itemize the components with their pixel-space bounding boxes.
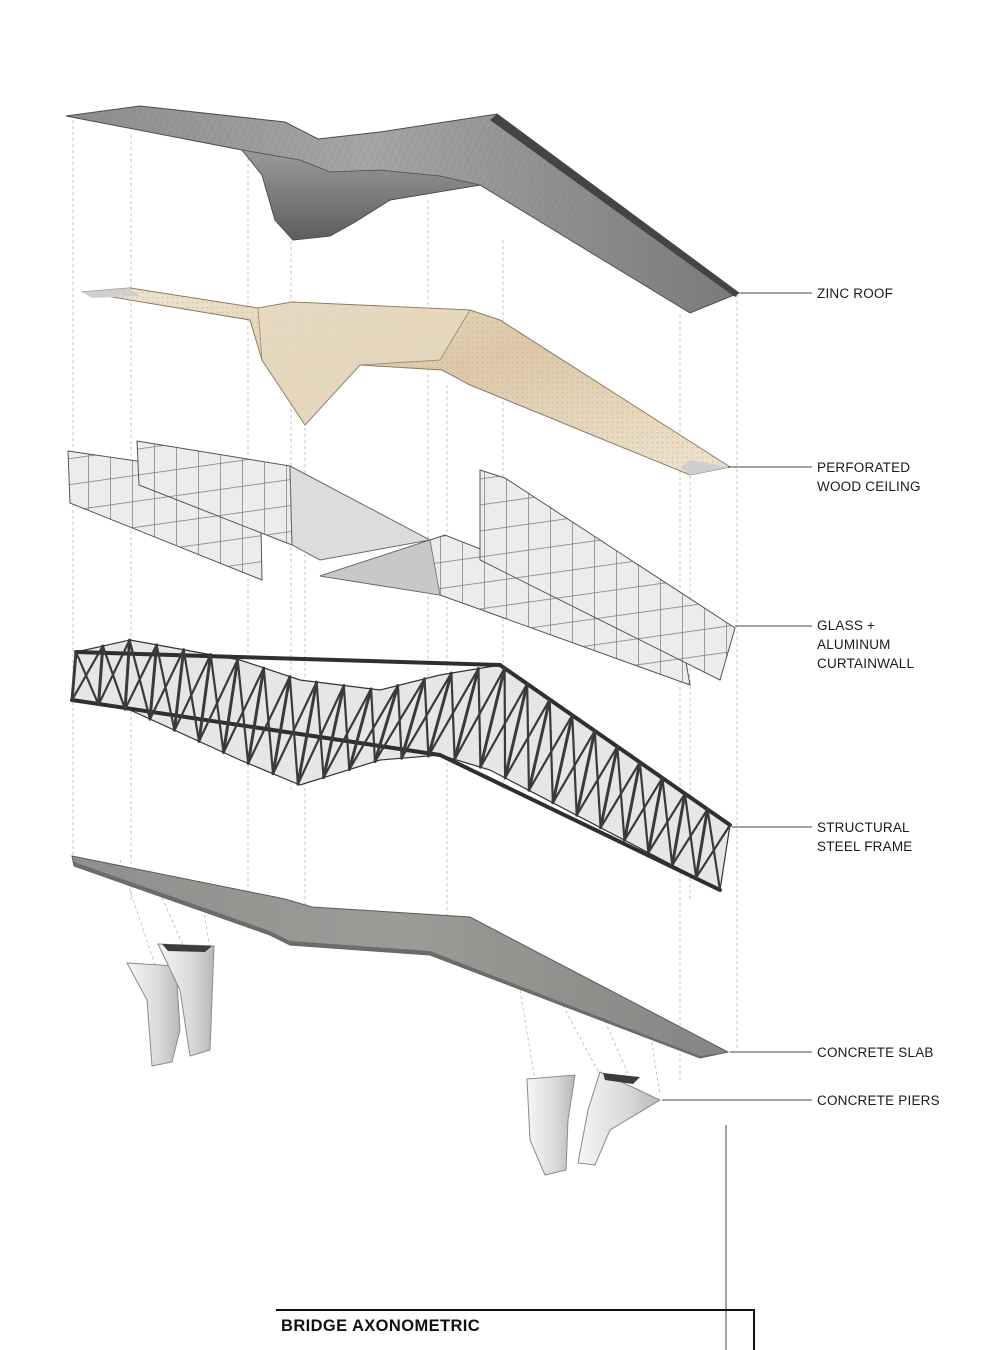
label-line: CURTAINWALL [817,656,915,671]
truss-member [683,792,698,879]
truss-member [101,644,127,711]
truss-member [638,761,650,854]
truss-member [400,677,427,760]
leader-lines [662,292,812,1350]
label-concrete-slab: CONCRETE SLAB [817,1043,934,1062]
truss-member [197,658,239,743]
label-line: CONCRETE SLAB [817,1045,934,1060]
truss-member [236,658,250,765]
truss-member [706,808,722,892]
truss-member [342,684,351,771]
truss-member [222,658,240,755]
label-line: WOOD CEILING [817,479,921,494]
label-line: GLASS + [817,618,876,633]
truss-member [670,792,687,867]
truss-member [97,638,131,706]
truss-member [173,648,186,732]
truss-member [646,776,664,855]
curtainwall-icon [67,440,736,686]
steel-frame-icon [70,638,732,892]
truss-member [271,675,292,776]
truss-member [97,644,105,707]
truss-member [288,675,300,786]
truss-member [453,667,480,761]
truss-member [551,713,574,805]
truss-member [70,644,104,702]
truss-member [450,672,456,761]
label-line: ALUMINUM [817,637,891,652]
truss-member [661,776,674,867]
label-zinc-roof: ZINC ROOF [817,284,893,303]
label-curtainwall: GLASS + ALUMINUM CURTAINWALL [817,616,914,673]
truss-member [173,653,212,732]
truss-member [396,684,403,760]
truss-member [148,643,159,721]
truss-member [123,643,158,711]
label-line: STRUCTURAL [817,820,910,835]
truss-member [478,666,507,769]
wood-ceiling-icon [81,287,732,476]
truss-member [526,682,531,792]
truss-member [423,677,430,758]
truss-member [296,680,319,786]
truss-member [209,653,225,754]
truss-member [182,648,201,743]
title-frame [276,1309,755,1350]
truss-member [622,760,642,842]
truss-member [197,653,213,743]
truss-member [373,684,400,764]
truss-member [616,745,626,842]
truss-member [155,643,176,732]
truss-member [548,698,554,804]
label-line: STEEL FRAME [817,839,913,854]
truss-member [571,714,578,817]
truss-member [347,687,373,772]
label-line: ZINC ROOF [817,286,894,301]
zinc-roof-icon [65,105,741,314]
truss-member [262,666,275,775]
truss-member [123,638,132,711]
truss-member [322,683,346,780]
label-concrete-piers: CONCRETE PIERS [817,1091,940,1110]
truss-member [128,638,152,721]
diagram-title: BRIDGE AXONOMETRIC [281,1317,481,1335]
truss-member [593,729,602,829]
label-line: PERFORATED [817,460,911,475]
truss-member [426,671,453,758]
truss-member [148,648,185,721]
truss-member [477,667,482,769]
truss-member [575,729,597,817]
truss-member [503,682,529,780]
truss-member [246,666,266,765]
concrete-slab-icon [71,855,730,1059]
truss-member [527,698,552,792]
truss-member [599,745,619,830]
truss-member [369,687,377,763]
truss-member [694,807,709,880]
truss-member [315,680,325,779]
concrete-piers-icon [126,943,662,1176]
label-line: CONCRETE PIERS [817,1093,940,1108]
label-wood-ceiling: PERFORATED WOOD CEILING [817,458,921,496]
truss-member [70,650,78,702]
truss-member [74,650,100,706]
truss-member [271,680,318,775]
label-steel-frame: STRUCTURAL STEEL FRAME [817,818,912,856]
